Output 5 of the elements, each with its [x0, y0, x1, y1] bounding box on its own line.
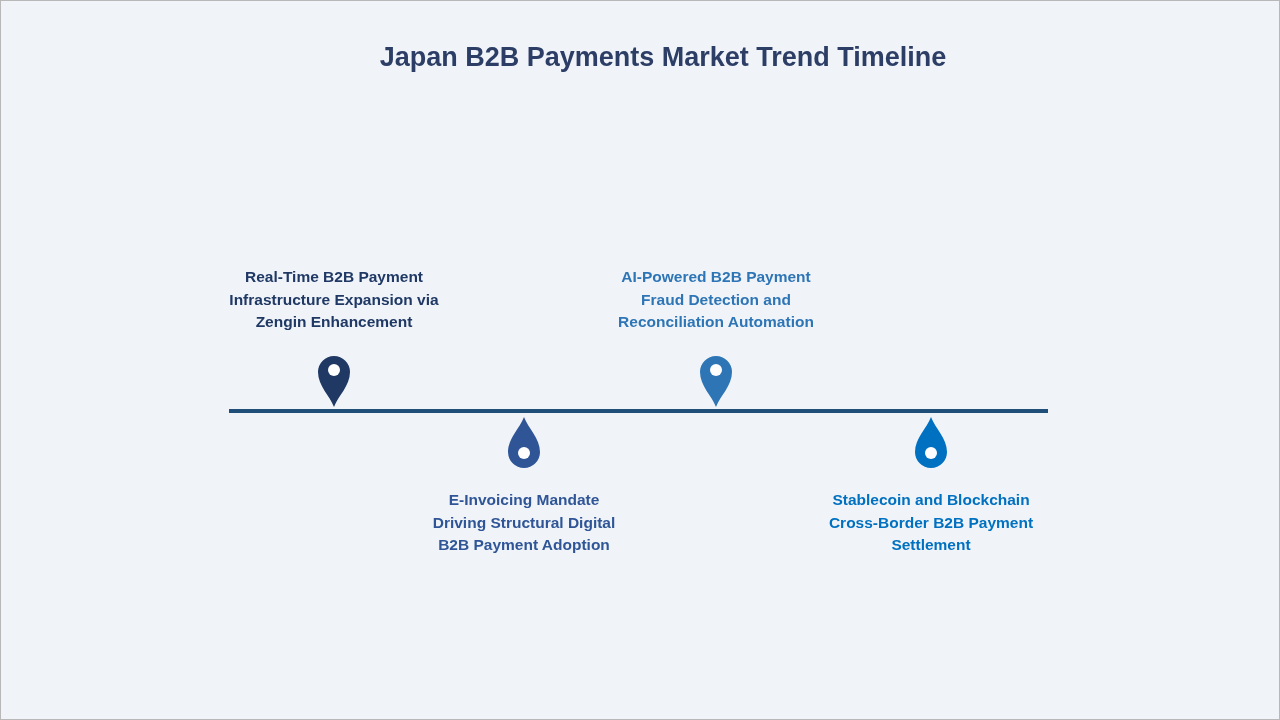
trend-label: AI-Powered B2B Payment Fraud Detection and Reconciliation Automation: [617, 267, 815, 332]
title: Japan B2B Payments Market Trend Timeline: [378, 42, 948, 73]
trend-label: E-Invoicing Mandate Driving Structural Digital B2B Payment Adoption: [431, 490, 617, 555]
trend-label: Stablecoin and Blockchain Cross-Border B2B Payment Settlement: [827, 490, 1035, 555]
trend-label: Real-Time B2B Payment Infrastructure Expansion via Zengin Enhancement: [229, 267, 439, 332]
